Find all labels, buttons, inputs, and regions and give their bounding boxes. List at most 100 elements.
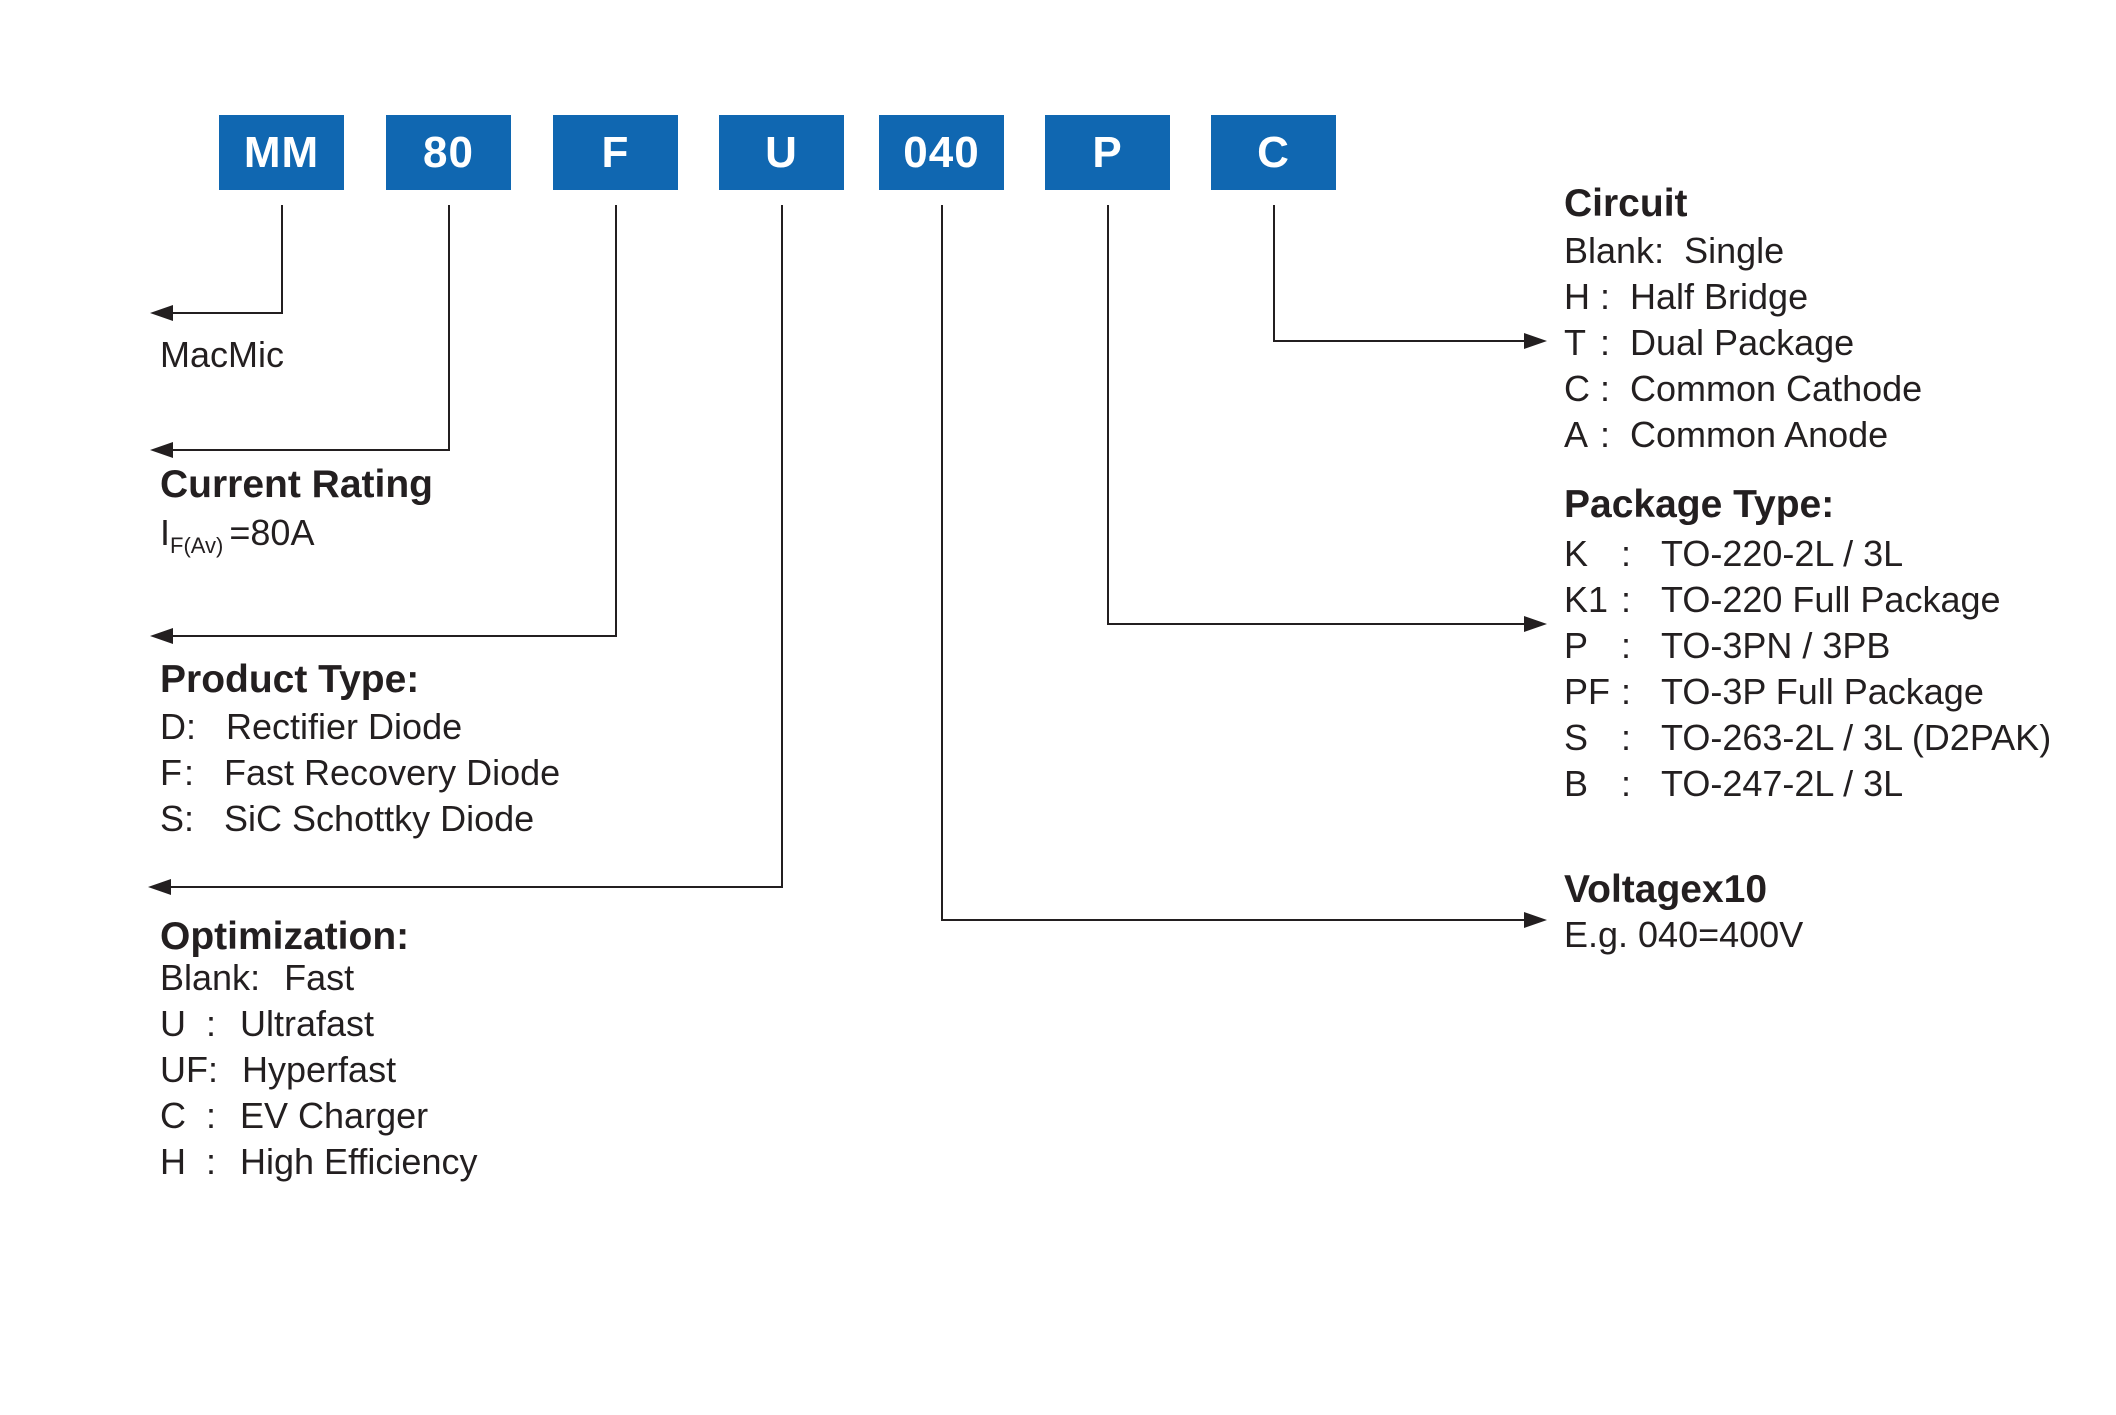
connector-product-type-vline <box>615 205 617 637</box>
product-type-list: D:Rectifier Diode F:Fast Recovery Diode … <box>160 704 560 842</box>
item-separator: : <box>206 1095 217 1136</box>
item-desc: Dual Package <box>1630 322 1855 363</box>
circuit-item: C: Common Cathode <box>1564 366 1922 412</box>
item-separator: : <box>250 957 261 998</box>
item-desc: Single <box>1684 230 1785 271</box>
segment-box-current: 80 <box>386 115 511 190</box>
arrow-right-icon <box>1524 333 1547 349</box>
item-desc: TO-247-2L / 3L <box>1661 763 1904 804</box>
current-symbol-subscript: F(Av) <box>170 533 224 559</box>
item-code: H <box>1564 276 1590 317</box>
item-separator: : <box>1621 717 1632 758</box>
arrow-left-icon <box>150 305 173 321</box>
connector-current-hline <box>160 449 450 451</box>
current-rating-value: IF(Av)=80A <box>160 512 314 557</box>
current-symbol: I <box>160 512 171 553</box>
product-type-item: F: Fast Recovery Diode <box>160 750 560 796</box>
item-separator: : <box>1654 230 1665 271</box>
item-code: U <box>160 1003 186 1044</box>
item-code: Blank <box>1564 230 1655 271</box>
item-desc: TO-220-2L / 3L <box>1661 533 1904 574</box>
item-code: S <box>160 798 185 839</box>
item-code: C <box>160 1095 186 1136</box>
segment-box-circuit: C <box>1211 115 1336 190</box>
optimization-item: H:High Efficiency <box>160 1139 477 1185</box>
package-type-item: K:TO-220-2L / 3L <box>1564 531 2051 577</box>
item-separator: : <box>1600 368 1611 409</box>
item-code: D <box>160 706 186 747</box>
item-code: T <box>1564 322 1586 363</box>
package-type-item: PF:TO-3P Full Package <box>1564 669 2051 715</box>
item-separator: : <box>1600 276 1611 317</box>
item-separator: : <box>1621 579 1632 620</box>
item-separator: : <box>1621 533 1632 574</box>
segment-box-product-type: F <box>553 115 678 190</box>
connector-optimization-hline <box>158 886 783 888</box>
package-type-list: K:TO-220-2L / 3L K1:TO-220 Full Package … <box>1564 531 2051 807</box>
item-code: A <box>1564 414 1589 455</box>
voltage-example: E.g. 040=400V <box>1564 914 1804 955</box>
item-code: K1 <box>1564 579 1609 620</box>
item-desc: Common Cathode <box>1630 368 1923 409</box>
item-code: UF <box>160 1049 208 1090</box>
item-separator: : <box>1600 414 1611 455</box>
connector-brand-hline <box>160 312 283 314</box>
optimization-item: C: EV Charger <box>160 1093 477 1139</box>
product-type-title: Product Type: <box>160 658 420 701</box>
optimization-list: Blank:Fast U:Ultrafast UF:Hyperfast C:EV… <box>160 955 477 1185</box>
circuit-item: T: Dual Package <box>1564 320 1922 366</box>
optimization-item: U: Ultrafast <box>160 1001 477 1047</box>
segment-box-optimization: U <box>719 115 844 190</box>
item-code: B <box>1564 763 1589 804</box>
item-separator: : <box>208 1049 219 1090</box>
package-type-item: K1: TO-220 Full Package <box>1564 577 2051 623</box>
item-code: Blank <box>160 957 251 998</box>
connector-circuit-hline <box>1275 340 1525 342</box>
item-desc: TO-3PN / 3PB <box>1661 625 1891 666</box>
connector-circuit-vline <box>1273 205 1275 342</box>
product-type-item: D:Rectifier Diode <box>160 704 560 750</box>
segment-box-voltage: 040 <box>879 115 1004 190</box>
current-rating-title: Current Rating <box>160 463 433 506</box>
item-separator: : <box>1621 763 1632 804</box>
item-code: F <box>160 752 182 793</box>
item-separator: : <box>184 752 195 793</box>
segment-box-brand: MM <box>219 115 344 190</box>
item-desc: Common Anode <box>1630 414 1889 455</box>
arrow-left-icon <box>150 628 173 644</box>
item-separator: : <box>206 1003 217 1044</box>
connector-optimization-vline <box>781 205 783 888</box>
arrow-right-icon <box>1524 616 1547 632</box>
item-desc: High Efficiency <box>240 1141 478 1182</box>
arrow-right-icon <box>1524 912 1547 928</box>
item-separator: : <box>1600 322 1611 363</box>
connector-brand-vline <box>281 205 283 314</box>
arrow-left-icon <box>148 879 171 895</box>
connector-current-vline <box>448 205 450 451</box>
package-type-item: P:TO-3PN / 3PB <box>1564 623 2051 669</box>
package-type-item: S:TO-263-2L / 3L (D2PAK) <box>1564 715 2051 761</box>
package-type-title: Package Type: <box>1564 483 1835 526</box>
item-desc: TO-220 Full Package <box>1661 579 2001 620</box>
item-desc: SiC Schottky Diode <box>224 798 535 839</box>
connector-package-vline <box>1107 205 1109 625</box>
item-desc: TO-3P Full Package <box>1661 671 1984 712</box>
item-separator: : <box>206 1141 217 1182</box>
connector-product-type-hline <box>160 635 617 637</box>
item-desc: Ultrafast <box>240 1003 375 1044</box>
connector-voltage-hline <box>943 919 1527 921</box>
item-code: P <box>1564 625 1589 666</box>
segment-box-package: P <box>1045 115 1170 190</box>
voltage-title: Voltagex10 <box>1564 868 1768 911</box>
item-code: C <box>1564 368 1590 409</box>
circuit-item: Blank: Single <box>1564 228 1922 274</box>
package-type-item: B: TO-247-2L / 3L <box>1564 761 2051 807</box>
item-desc: EV Charger <box>240 1095 429 1136</box>
item-desc: Fast Recovery Diode <box>224 752 561 793</box>
circuit-title: Circuit <box>1564 182 1688 225</box>
product-type-item: S: SiC Schottky Diode <box>160 796 560 842</box>
arrow-left-icon <box>150 442 173 458</box>
optimization-item: UF:Hyperfast <box>160 1047 477 1093</box>
item-separator: : <box>184 798 195 839</box>
